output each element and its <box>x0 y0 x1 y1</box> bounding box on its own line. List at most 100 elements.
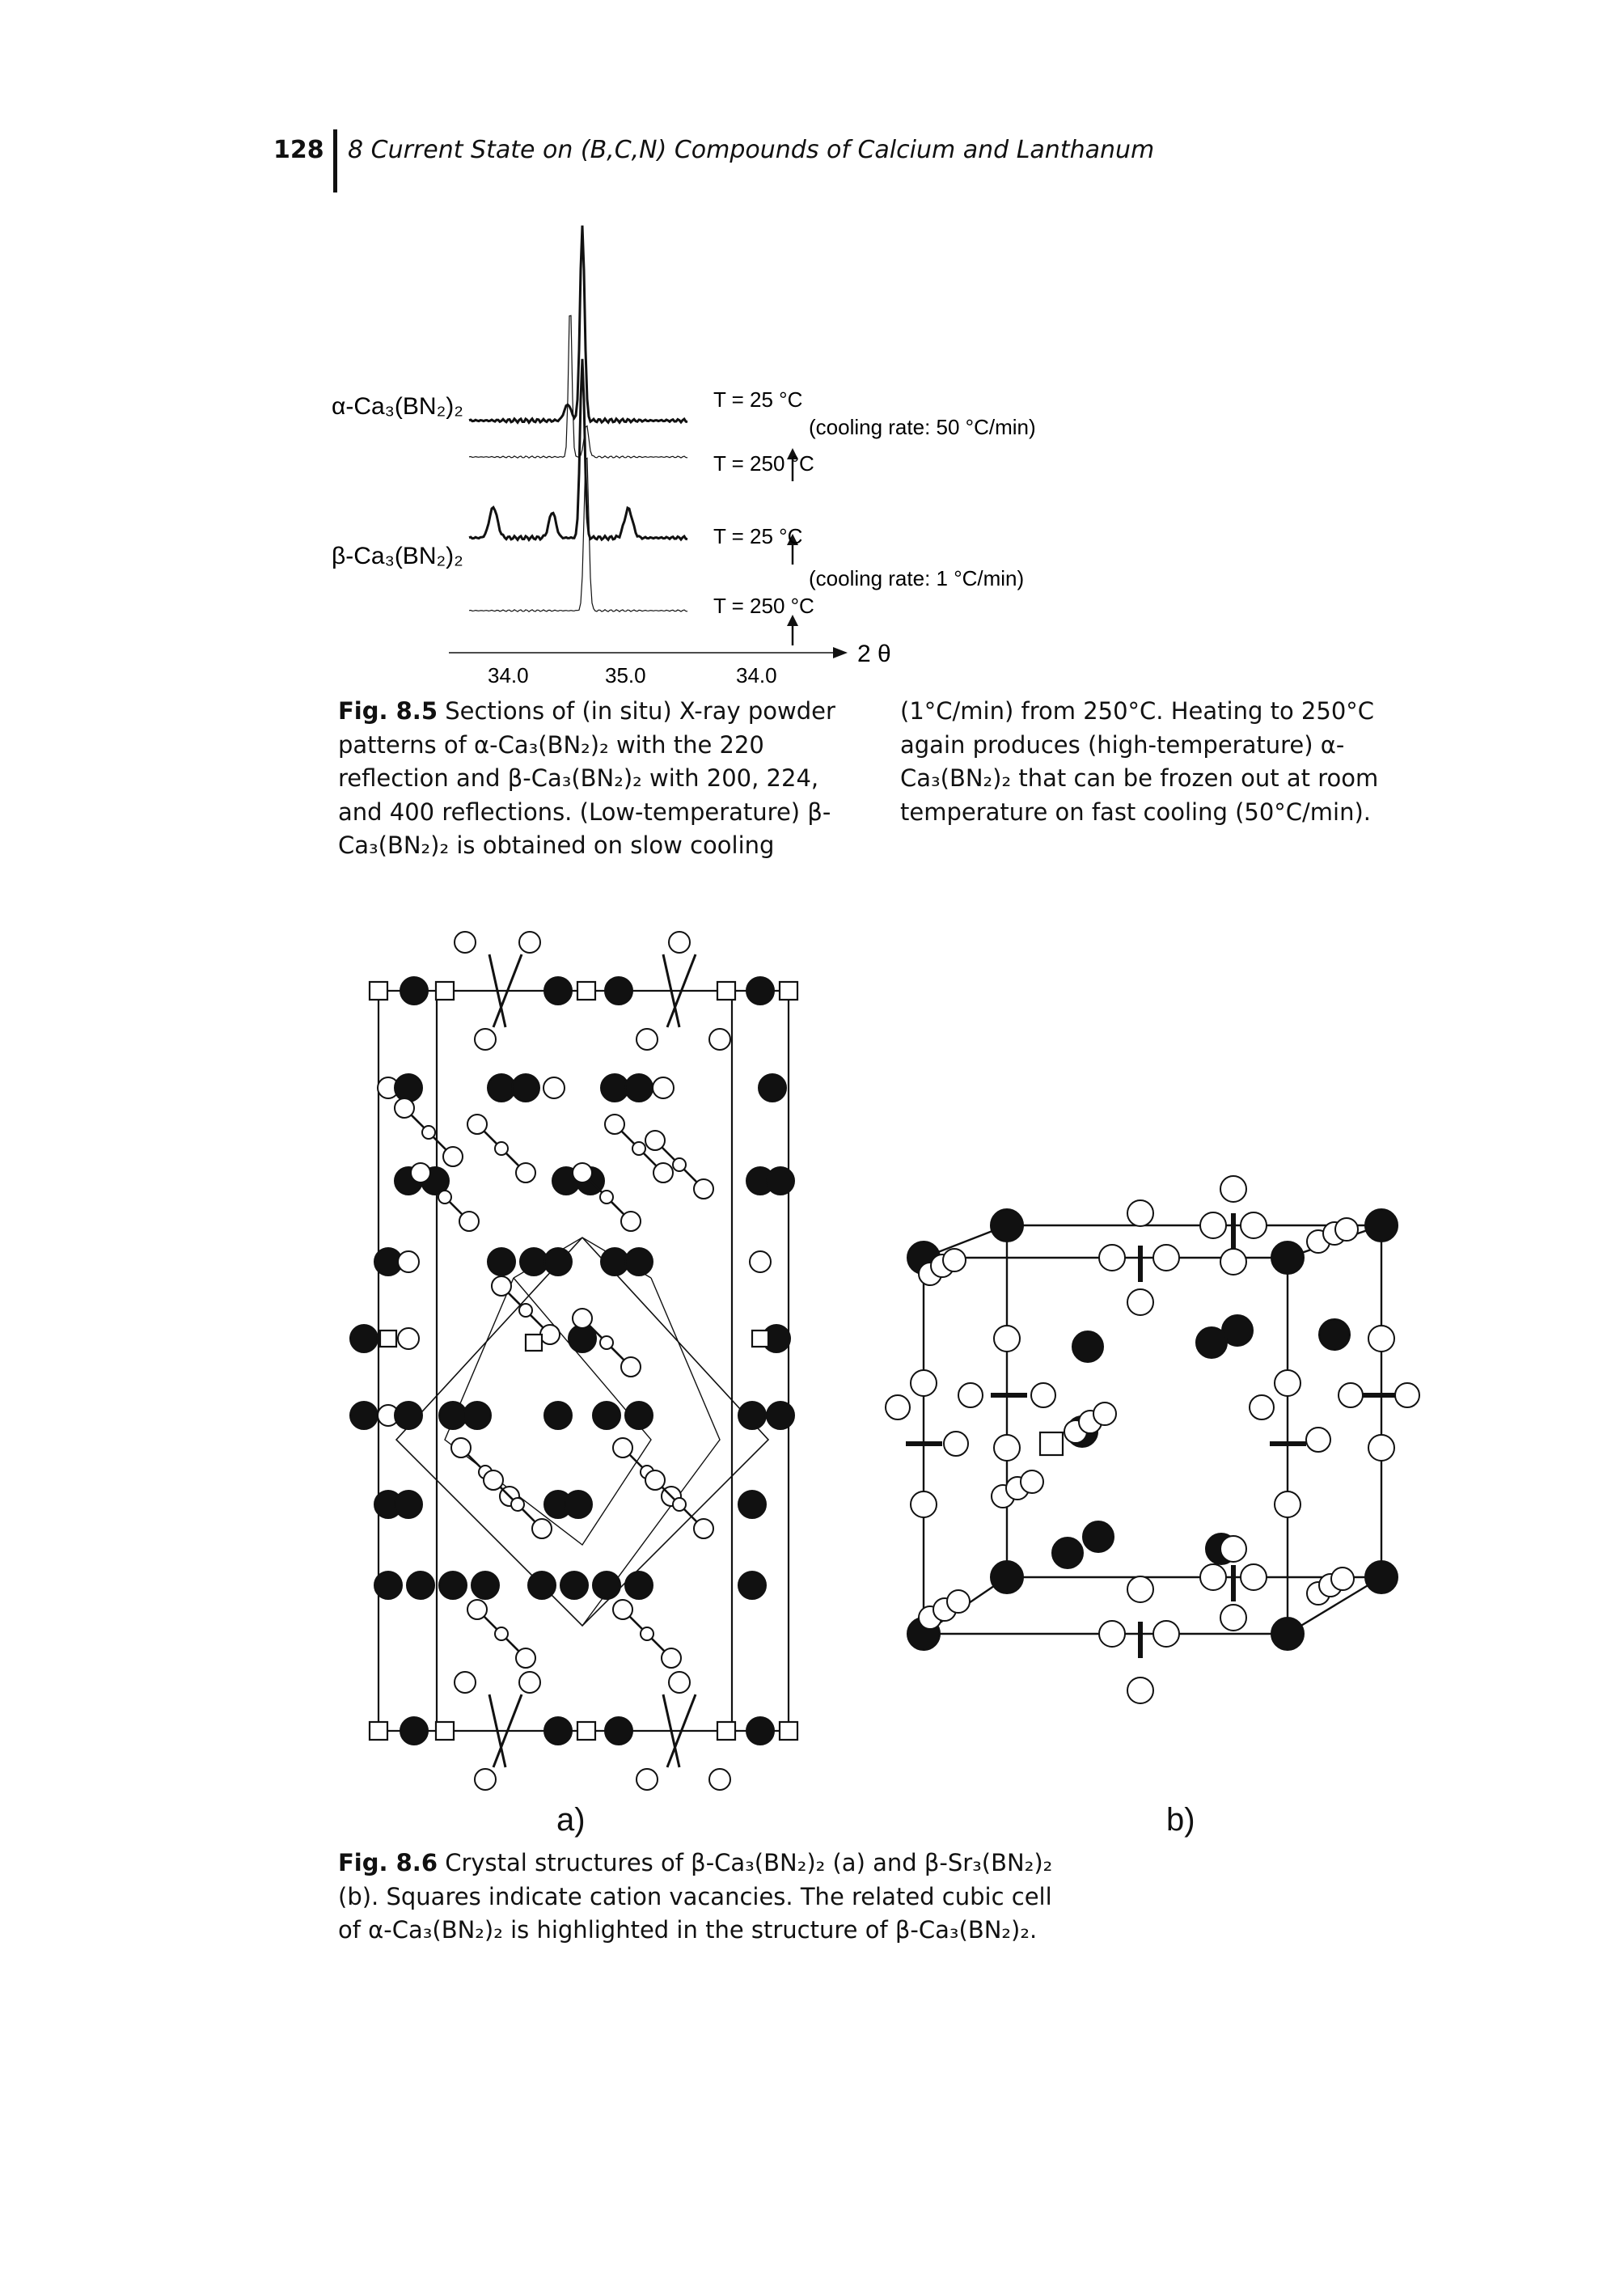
calcium-atom <box>394 1073 423 1102</box>
nitrogen-atom <box>572 1308 593 1329</box>
boron-atom <box>599 1335 614 1350</box>
temp-label-4: T = 250 °C <box>713 594 814 618</box>
strontium-atom <box>1072 1331 1104 1363</box>
boron-atom <box>632 1141 646 1156</box>
bond <box>662 1694 681 1768</box>
nitrogen-atom <box>1249 1394 1275 1420</box>
boron-atom <box>599 1190 614 1204</box>
nitrogen-atom <box>942 1248 966 1272</box>
calcium-atom <box>374 1571 403 1600</box>
calcium-atom <box>349 1324 379 1353</box>
calcium-atom <box>624 1401 653 1430</box>
caption-text: Sections of (in situ) X-ray powder patte… <box>338 697 835 859</box>
caption-label: Fig. 8.5 <box>338 697 438 725</box>
calcium-atom <box>624 1247 653 1276</box>
nitrogen-atom <box>397 1250 420 1273</box>
beta-label: β-Ca₃(BN₂)₂ <box>332 543 463 569</box>
nitrogen-atom <box>1093 1402 1117 1426</box>
temp-label-1: T = 25 °C <box>713 387 802 412</box>
nitrogen-atom <box>1368 1325 1395 1352</box>
calcium-atom <box>511 1073 540 1102</box>
calcium-atom <box>592 1571 621 1600</box>
bond <box>662 954 681 1028</box>
calcium-atom <box>487 1247 516 1276</box>
vacancy-square <box>434 980 455 1001</box>
calcium-atom <box>738 1401 767 1430</box>
calcium-atom <box>438 1571 467 1600</box>
boron-atom <box>672 1497 687 1512</box>
alpha-label: α-Ca₃(BN₂)₂ <box>332 393 463 420</box>
strontium-atom <box>1195 1326 1228 1359</box>
arrow-head-3 <box>787 615 798 626</box>
calcium-atom <box>543 976 573 1005</box>
calcium-atom <box>560 1571 589 1600</box>
calcium-atom <box>527 1571 556 1600</box>
caption-label: Fig. 8.6 <box>338 1849 438 1876</box>
calcium-atom <box>438 1401 467 1430</box>
strontium-atom <box>990 1208 1024 1242</box>
calcium-atom <box>604 976 633 1005</box>
nitrogen-atom <box>454 931 476 954</box>
calcium-atom <box>349 1401 379 1430</box>
nitrogen-atom <box>539 1324 560 1345</box>
vacancy-square <box>524 1333 543 1352</box>
bond <box>492 954 523 1028</box>
boron-atom <box>494 1627 509 1641</box>
vacancy-square <box>434 1720 455 1741</box>
figure-8-5-caption: Fig. 8.5 Sections of (in situ) X-ray pow… <box>338 695 839 863</box>
nitrogen-atom <box>1127 1576 1154 1603</box>
vacancy-square <box>751 1329 770 1348</box>
nitrogen-atom <box>491 1276 512 1297</box>
calcium-atom <box>766 1166 795 1195</box>
boron-atom <box>421 1125 436 1140</box>
rate-label-1: (cooling rate: 50 °C/min) <box>809 415 1036 439</box>
nitrogen-atom <box>958 1382 983 1408</box>
nitrogen-atom <box>885 1394 911 1420</box>
boron-atom <box>494 1141 509 1156</box>
nitrogen-atom <box>653 1162 674 1183</box>
vacancy-square <box>379 1329 398 1348</box>
nitrogen-atom <box>636 1768 658 1791</box>
calcium-atom <box>406 1571 435 1600</box>
header-rule <box>333 129 337 192</box>
calcium-atom <box>746 976 775 1005</box>
nitrogen-atom <box>612 1437 633 1458</box>
nitrogen-atom <box>1240 1212 1267 1239</box>
nitrogen-atom <box>943 1431 969 1457</box>
nitrogen-atom <box>693 1178 714 1199</box>
calcium-atom <box>543 1401 573 1430</box>
nitrogen-atom <box>661 1648 682 1669</box>
boron-atom <box>518 1303 533 1318</box>
calcium-atom <box>400 1716 429 1745</box>
nitrogen-atom <box>1152 1244 1180 1271</box>
nitrogen-atom <box>531 1518 552 1539</box>
nitrogen-atom <box>1199 1563 1227 1591</box>
nitrogen-atom <box>483 1470 504 1491</box>
nitrogen-atom <box>1030 1382 1056 1408</box>
nitrogen-atom <box>910 1491 937 1518</box>
vacancy-square <box>778 1720 799 1741</box>
nitrogen-atom <box>993 1434 1021 1462</box>
nitrogen-atom <box>1240 1563 1267 1591</box>
calcium-atom <box>758 1073 787 1102</box>
bond <box>492 1694 523 1768</box>
calcium-atom <box>604 1716 633 1745</box>
calcium-atom <box>487 1073 516 1102</box>
nitrogen-atom <box>454 1671 476 1694</box>
rate-label-2: (cooling rate: 1 °C/min) <box>809 566 1024 590</box>
nitrogen-atom <box>910 1369 937 1397</box>
nitrogen-atom <box>450 1437 472 1458</box>
nitrogen-atom <box>708 1028 731 1051</box>
nitrogen-atom <box>1127 1199 1154 1227</box>
nitrogen-atom <box>394 1098 415 1119</box>
x-axis-label: 2 θ <box>857 641 891 667</box>
nitrogen-atom <box>474 1768 497 1791</box>
trace-beta-25C <box>468 358 688 542</box>
nitrogen-atom <box>1020 1470 1044 1494</box>
nitrogen-atom <box>708 1768 731 1791</box>
nitrogen-atom <box>1334 1217 1359 1242</box>
nitrogen-atom <box>397 1327 420 1350</box>
nitrogen-atom <box>572 1162 593 1183</box>
x-tick-2: 35.0 <box>605 663 646 687</box>
panel-label-a: a) <box>556 1802 586 1838</box>
